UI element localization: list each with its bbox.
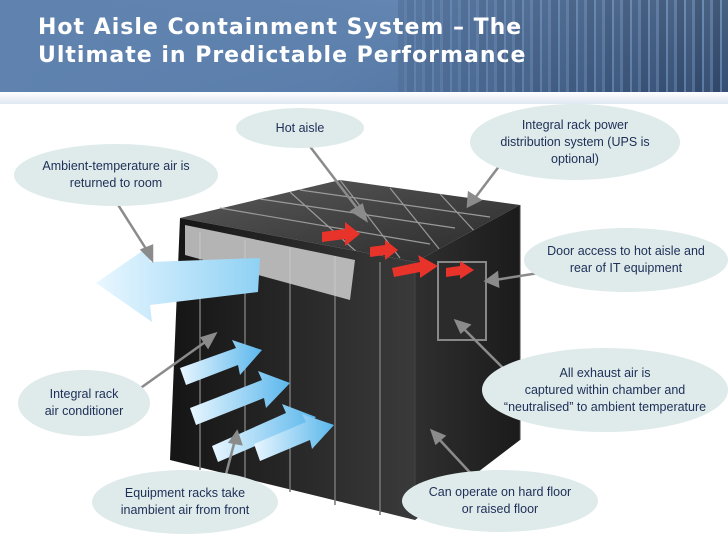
callout-ambient-return: Ambient-temperature air is returned to r… xyxy=(14,144,218,206)
callout-door-access: Door access to hot aisle and rear of IT … xyxy=(524,228,728,292)
banner-underline xyxy=(0,92,728,104)
callout-exhaust-captured-text: All exhaust air is captured within chamb… xyxy=(503,365,707,414)
enclosure-roof xyxy=(180,180,520,262)
cool-intake-arrow-1 xyxy=(180,340,262,385)
title-banner: Hot Aisle Containment System – The Ultim… xyxy=(0,0,728,104)
callout-power-distribution: Integral rack power distribution system … xyxy=(470,104,680,180)
hot-air-arrow-4 xyxy=(446,261,474,279)
callout-floor: Can operate on hard floor or raised floo… xyxy=(402,470,598,532)
ambient-return-arrow xyxy=(96,247,260,322)
callout-hot-aisle-text: Hot aisle xyxy=(275,120,325,135)
callout-hot-aisle: Hot aisle xyxy=(236,108,364,148)
callout-ambient-return-text: Ambient-temperature air is returned to r… xyxy=(42,159,190,190)
cool-intake-arrows xyxy=(180,340,334,462)
callout-equipment-racks: Equipment racks take inambient air from … xyxy=(92,470,278,534)
banner-gradient xyxy=(0,0,728,104)
cool-intake-arrow-4 xyxy=(254,414,334,461)
callout-door-access-text: Door access to hot aisle and rear of IT … xyxy=(547,244,705,275)
slide-title-line-2: Ultimate in Predictable Performance xyxy=(38,43,527,68)
callout-air-conditioner-text: Integral rack air conditioner xyxy=(44,387,124,418)
callout-power-distribution-text: Integral rack power distribution system … xyxy=(500,117,650,166)
hot-air-arrows xyxy=(322,222,474,279)
cool-intake-arrow-2 xyxy=(190,371,290,425)
hot-air-arrow-2 xyxy=(370,240,398,260)
slide-title-line-1: Hot Aisle Containment System – The xyxy=(38,15,523,40)
callout-air-conditioner: Integral rack air conditioner xyxy=(18,370,150,436)
hot-air-arrow-1 xyxy=(322,222,360,246)
top-rail xyxy=(185,225,355,300)
hot-air-arrow-3 xyxy=(392,255,438,278)
slide-title: Hot Aisle Containment System – The Ultim… xyxy=(38,14,698,70)
callout-equipment-racks-text: Equipment racks take inambient air from … xyxy=(120,486,250,517)
cool-intake-arrow-3 xyxy=(212,404,316,462)
callout-floor-text: Can operate on hard floor or raised floo… xyxy=(428,485,572,516)
callout-exhaust-captured: All exhaust air is captured within chamb… xyxy=(482,348,728,432)
